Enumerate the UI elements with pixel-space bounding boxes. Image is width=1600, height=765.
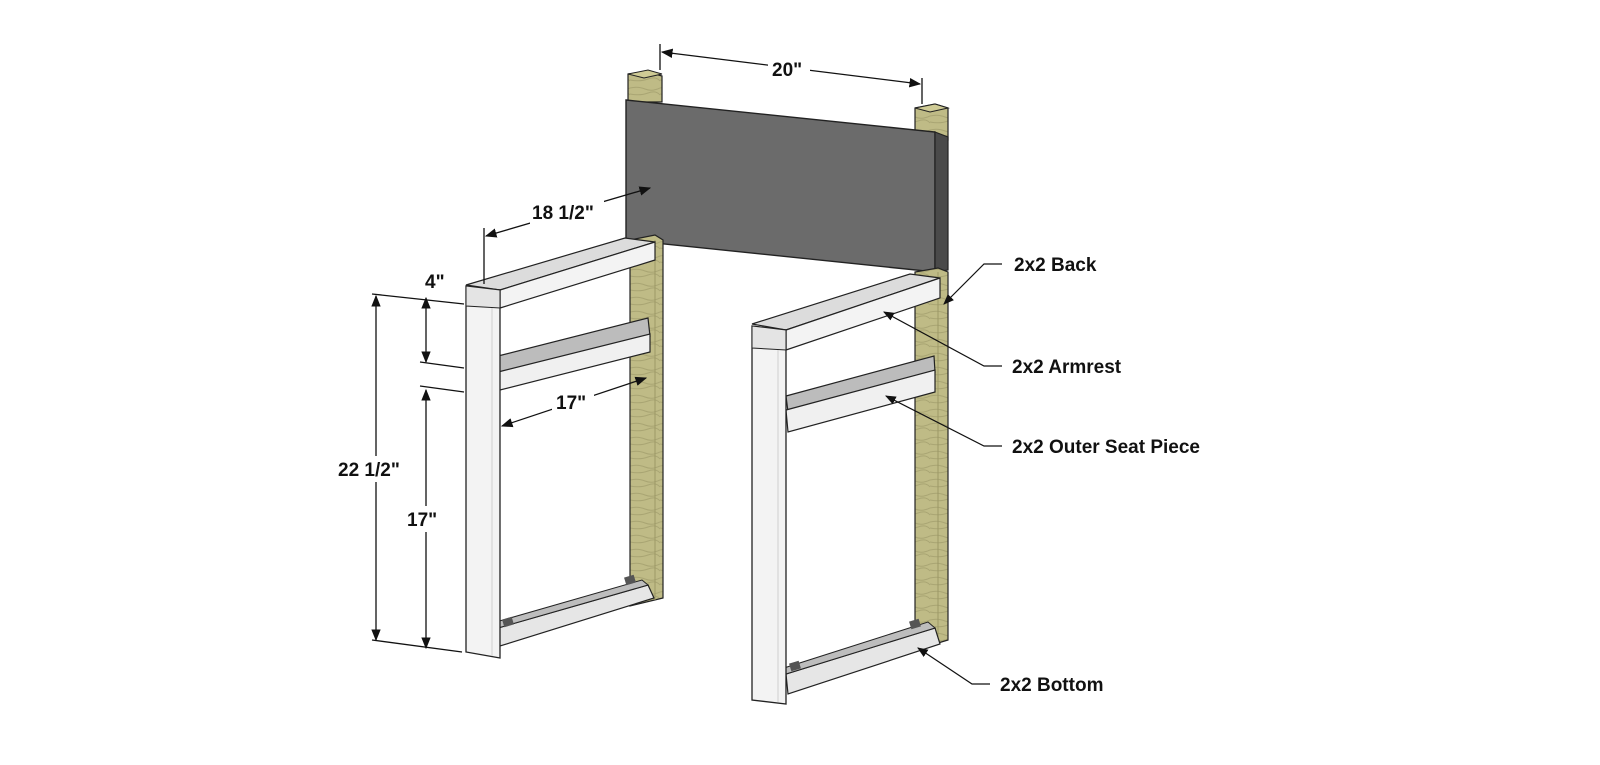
- right-front-leg: [751, 325, 787, 705]
- left-back-leg: [629, 234, 664, 607]
- back-assembly: [625, 69, 950, 273]
- callout-back: 2x2 Back: [1014, 255, 1097, 276]
- callout-outer-seat-piece: 2x2 Outer Seat Piece: [1012, 437, 1200, 458]
- dim-total-height: 22 1/2": [338, 460, 400, 481]
- back-panel-edge: [934, 131, 949, 273]
- dim-armrest-length: 18 1/2": [532, 203, 594, 224]
- left-side-frame: [465, 234, 664, 659]
- back-panel: [625, 99, 936, 273]
- left-front-leg: [465, 285, 501, 659]
- dim-armrest-gap: 4": [425, 272, 445, 293]
- right-back-leg: [914, 267, 949, 651]
- dim-seat-piece-length: 17": [556, 393, 586, 414]
- right-side-frame: [751, 267, 949, 705]
- callout-labels: 2x2 Back 2x2 Armrest 2x2 Outer Seat Piec…: [1000, 255, 1200, 696]
- dim-seat-height: 17": [407, 510, 437, 531]
- callout-leaders: [883, 263, 1002, 685]
- callout-bottom: 2x2 Bottom: [1000, 675, 1103, 696]
- dimension-labels: 20" 18 1/2" 4" 17" 22 1/2" 17": [336, 56, 810, 532]
- back-post-left: [627, 69, 663, 103]
- dim-back-width: 20": [772, 60, 802, 81]
- callout-armrest: 2x2 Armrest: [1012, 357, 1122, 378]
